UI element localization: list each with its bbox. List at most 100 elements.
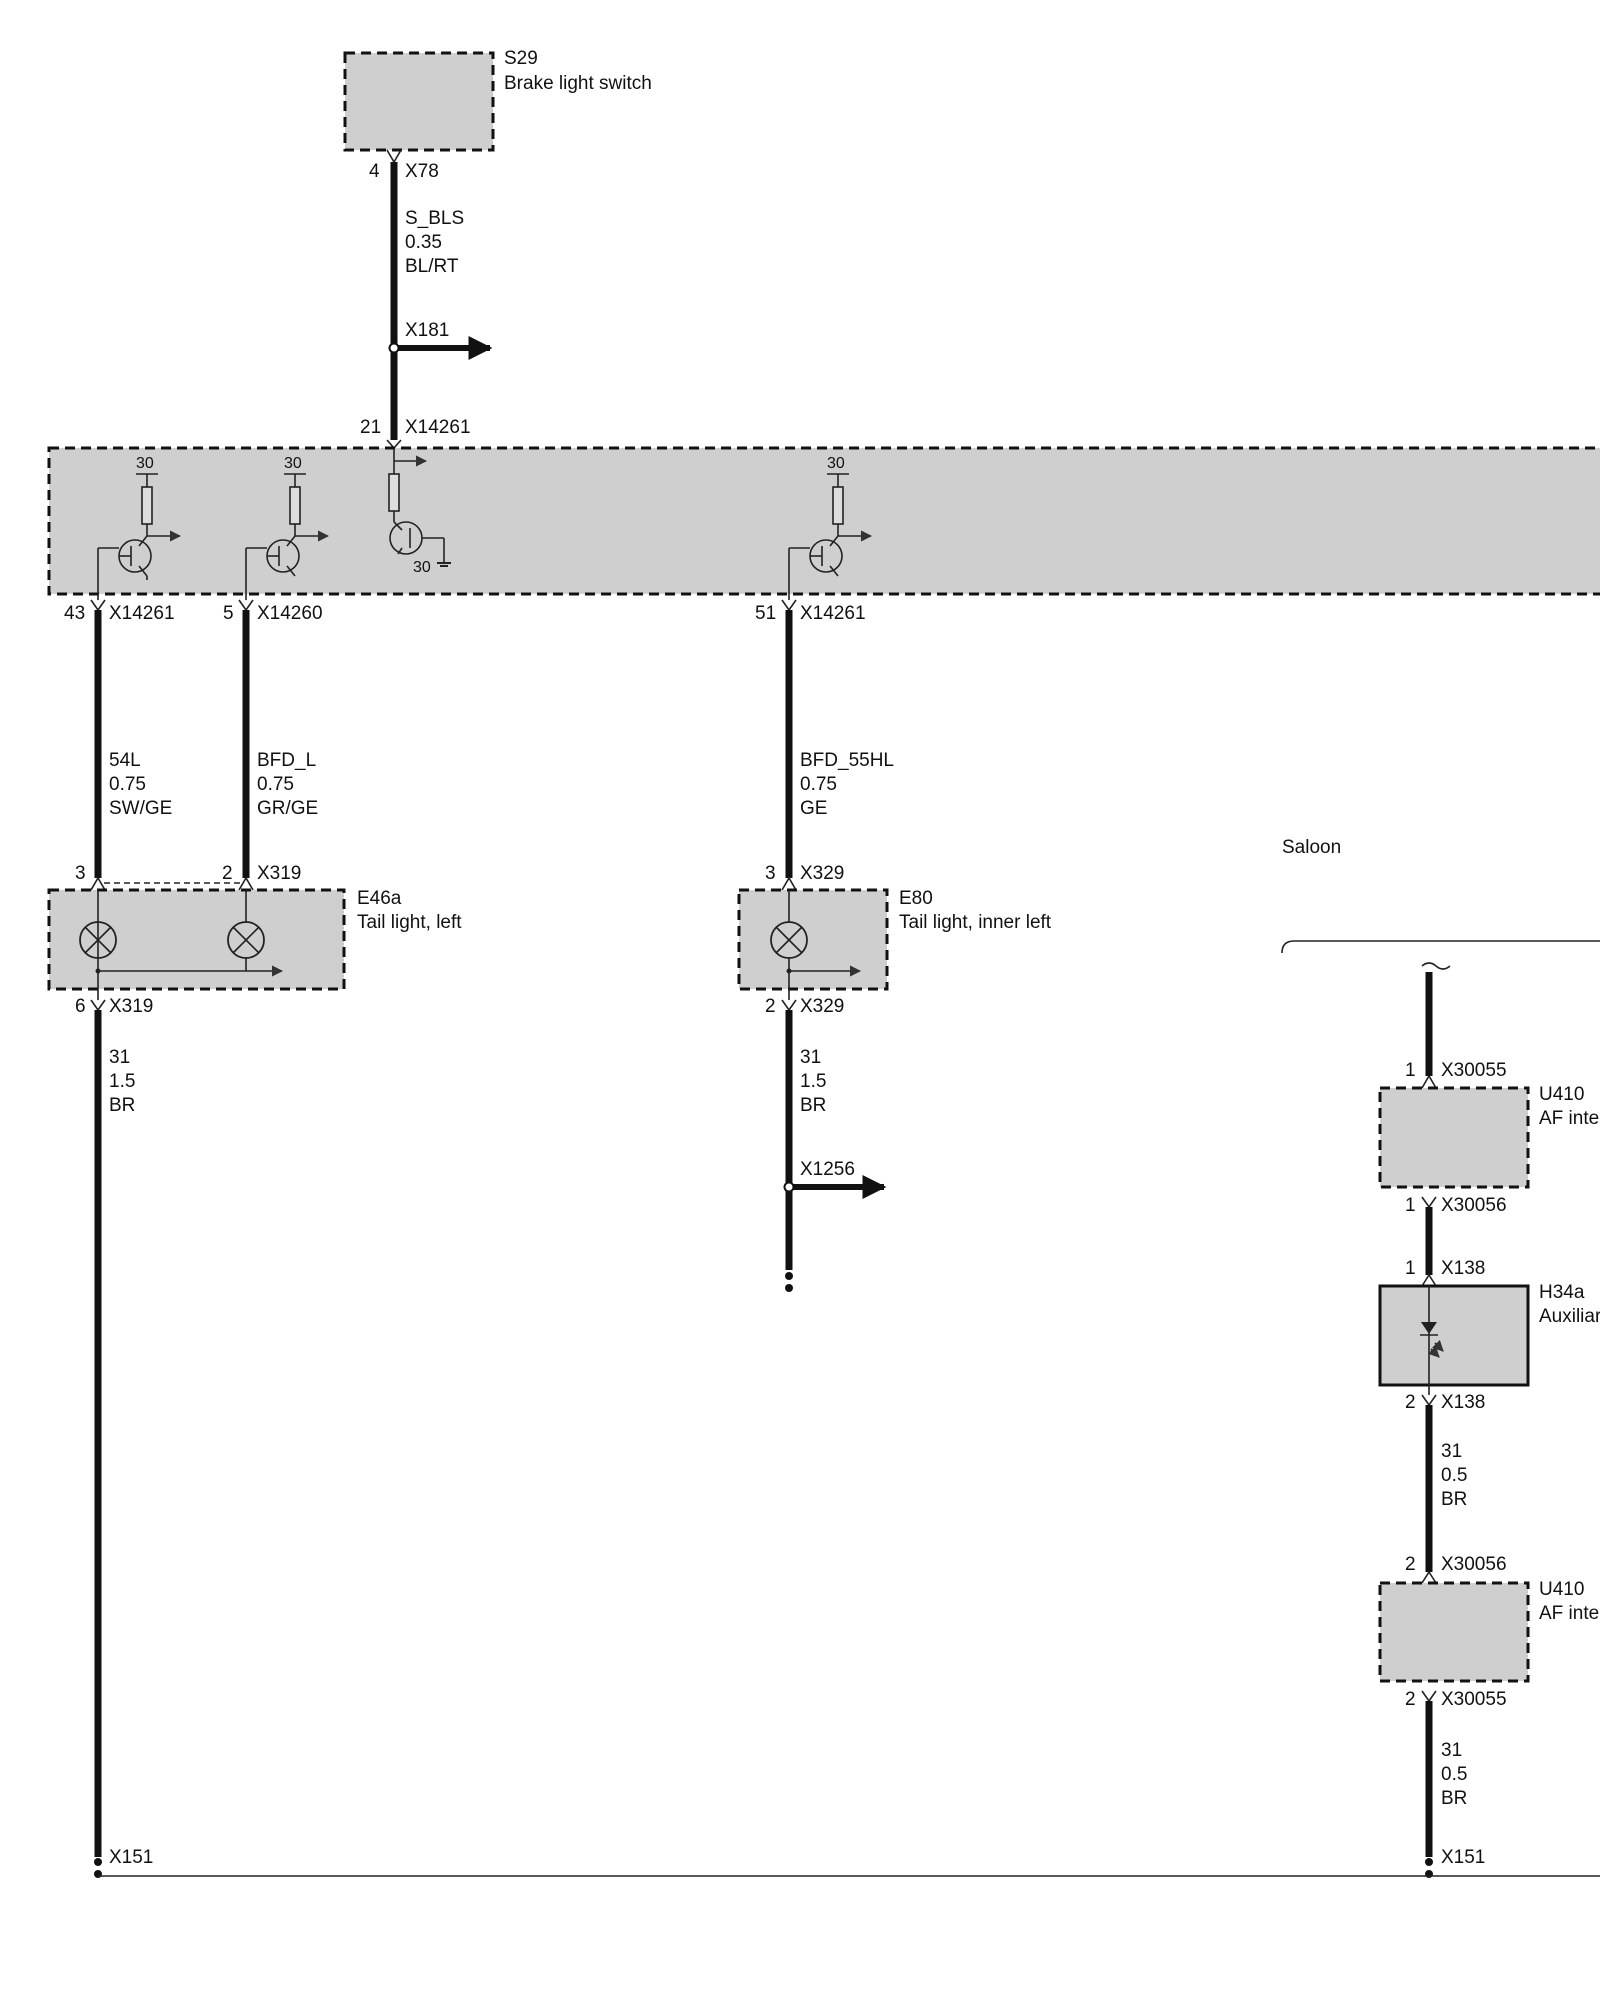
connector-fork-x14261-51 — [781, 599, 797, 612]
x30056-2-name: X30056 — [1441, 1554, 1507, 1575]
splice-x151-right — [1425, 1858, 1433, 1866]
connector-fork-x30056-1 — [1421, 1196, 1437, 1209]
u410-top-id: U410 — [1539, 1084, 1584, 1105]
x319-2-pin: 2 — [222, 863, 233, 884]
terminal-30-label-2: 30 — [284, 455, 302, 472]
x30056-2-pin: 2 — [1405, 1554, 1416, 1575]
x30055-2-pin: 2 — [1405, 1689, 1416, 1710]
u410-bottom-box — [1378, 1581, 1530, 1683]
u410-bottom-id: U410 — [1539, 1579, 1584, 1600]
x319-6-name: X319 — [109, 996, 153, 1017]
control-unit: 30 30 — [47, 446, 1600, 600]
led-icon — [1421, 1322, 1437, 1334]
control-unit-box — [47, 446, 1600, 596]
saloon-label: Saloon — [1282, 837, 1341, 858]
connector-fork-x30055-2 — [1421, 1690, 1437, 1703]
splice-x151-left — [94, 1858, 102, 1866]
connector-fork-x329-3 — [781, 876, 797, 891]
terminal-30-label-4: 30 — [827, 455, 845, 472]
x78-pin: 4 — [369, 161, 380, 182]
h34a-box — [1378, 1284, 1530, 1387]
connector-fork-x14261-43 — [90, 599, 106, 612]
x138-2-name: X138 — [1441, 1392, 1485, 1413]
splice-x181 — [388, 342, 400, 354]
e80-box — [737, 888, 889, 991]
wire-bfd-l: 5 X14260 BFD_L 0.75 GR/GE — [223, 599, 323, 878]
s29-id: S29 — [504, 48, 538, 69]
x30055-1-name: X30055 — [1441, 1060, 1507, 1081]
x319-2-name: X319 — [257, 863, 301, 884]
gnd-r1-gauge: 0.5 — [1441, 1465, 1467, 1486]
gnd-r2-gauge: 0.5 — [1441, 1764, 1467, 1785]
s29-box — [343, 51, 495, 152]
x181-name: X181 — [405, 320, 449, 341]
tail-light-left-e46a: 3 2 X319 E46a Tail light, left — [47, 863, 462, 1000]
connector-fork-x138-2 — [1421, 1394, 1437, 1407]
x138-1-name: X138 — [1441, 1258, 1485, 1279]
x329-3-pin: 3 — [765, 863, 776, 884]
s-bls-color: BL/RT — [405, 256, 459, 277]
w54l-color: SW/GE — [109, 798, 172, 819]
h34a-name: Auxiliar — [1539, 1306, 1600, 1327]
s-bls-gauge: 0.35 — [405, 232, 442, 253]
terminal-30-label-1: 30 — [136, 455, 154, 472]
e46a-name: Tail light, left — [357, 912, 462, 933]
u410-bottom-name: AF inte — [1539, 1603, 1599, 1624]
x138-2-pin: 2 — [1405, 1392, 1416, 1413]
bfd-55hl-signal: BFD_55HL — [800, 750, 894, 771]
connector-fork-x30056-2 — [1421, 1570, 1437, 1584]
driver-transistor-2: 30 — [245, 455, 330, 600]
e46a-box — [47, 888, 346, 991]
gnd-mid-color: BR — [800, 1095, 826, 1116]
bfd-l-signal: BFD_L — [257, 750, 316, 771]
driver-transistor-1: 30 — [97, 455, 182, 600]
x30055-1-pin: 1 — [1405, 1060, 1416, 1081]
e46a-id: E46a — [357, 888, 402, 909]
wire-ground-left: 6 X319 31 1.5 BR X151 — [75, 996, 153, 1878]
x14260-pin: 5 — [223, 603, 234, 624]
x329-2-pin: 2 — [765, 996, 776, 1017]
gnd-left-gauge: 1.5 — [109, 1071, 135, 1092]
connector-fork-x78 — [386, 149, 402, 164]
x30056-1-pin: 1 — [1405, 1195, 1416, 1216]
x151-right-name: X151 — [1441, 1847, 1485, 1868]
gnd-left-color: BR — [109, 1095, 135, 1116]
x14261-in-name: X14261 — [405, 417, 471, 438]
gnd-r2-color: BR — [1441, 1788, 1467, 1809]
x14260-name: X14260 — [257, 603, 323, 624]
bfd-55hl-color: GE — [800, 798, 827, 819]
x14261-in-pin: 21 — [360, 417, 381, 438]
wire-s-bls: 4 X78 S_BLS 0.35 BL/RT X181 21 X14261 — [360, 149, 493, 450]
s-bls-signal: S_BLS — [405, 208, 464, 229]
gnd-mid-signal: 31 — [800, 1047, 821, 1068]
connector-fork-x14260 — [238, 599, 254, 612]
w54l-gauge: 0.75 — [109, 774, 146, 795]
x14261-43-pin: 43 — [64, 603, 85, 624]
tail-light-inner-left-e80: 3 X329 E80 Tail light, inner left — [737, 863, 1052, 1000]
gnd-r2-signal: 31 — [1441, 1740, 1462, 1761]
x78-name: X78 — [405, 161, 439, 182]
u410-top-box — [1378, 1086, 1530, 1189]
bfd-l-color: GR/GE — [257, 798, 318, 819]
input-transistor: 30 — [388, 448, 451, 576]
wire-bfd-55hl: 51 X14261 BFD_55HL 0.75 GE — [755, 599, 894, 878]
wire-ground-mid: 2 X329 31 1.5 BR X1256 — [765, 996, 887, 1292]
driver-transistor-3: 30 — [788, 455, 873, 600]
splice-x1256 — [783, 1181, 795, 1193]
connector-fork-x319-3 — [90, 876, 106, 891]
e80-id: E80 — [899, 888, 933, 909]
w54l-signal: 54L — [109, 750, 141, 771]
connector-fork-x138-1 — [1421, 1273, 1437, 1287]
wire-break-icon — [1421, 962, 1451, 970]
u410-top-name: AF inte — [1539, 1108, 1599, 1129]
e80-name: Tail light, inner left — [899, 912, 1052, 933]
x329-2-name: X329 — [800, 996, 844, 1017]
connector-fork-x319-6 — [90, 999, 106, 1012]
x138-1-pin: 1 — [1405, 1258, 1416, 1279]
brake-light-switch-s29: S29 Brake light switch — [343, 48, 652, 152]
gnd-mid-gauge: 1.5 — [800, 1071, 826, 1092]
x14261-51-name: X14261 — [800, 603, 866, 624]
x14261-51-pin: 51 — [755, 603, 776, 624]
x30056-1-name: X30056 — [1441, 1195, 1507, 1216]
connector-fork-x319-2 — [238, 876, 254, 891]
